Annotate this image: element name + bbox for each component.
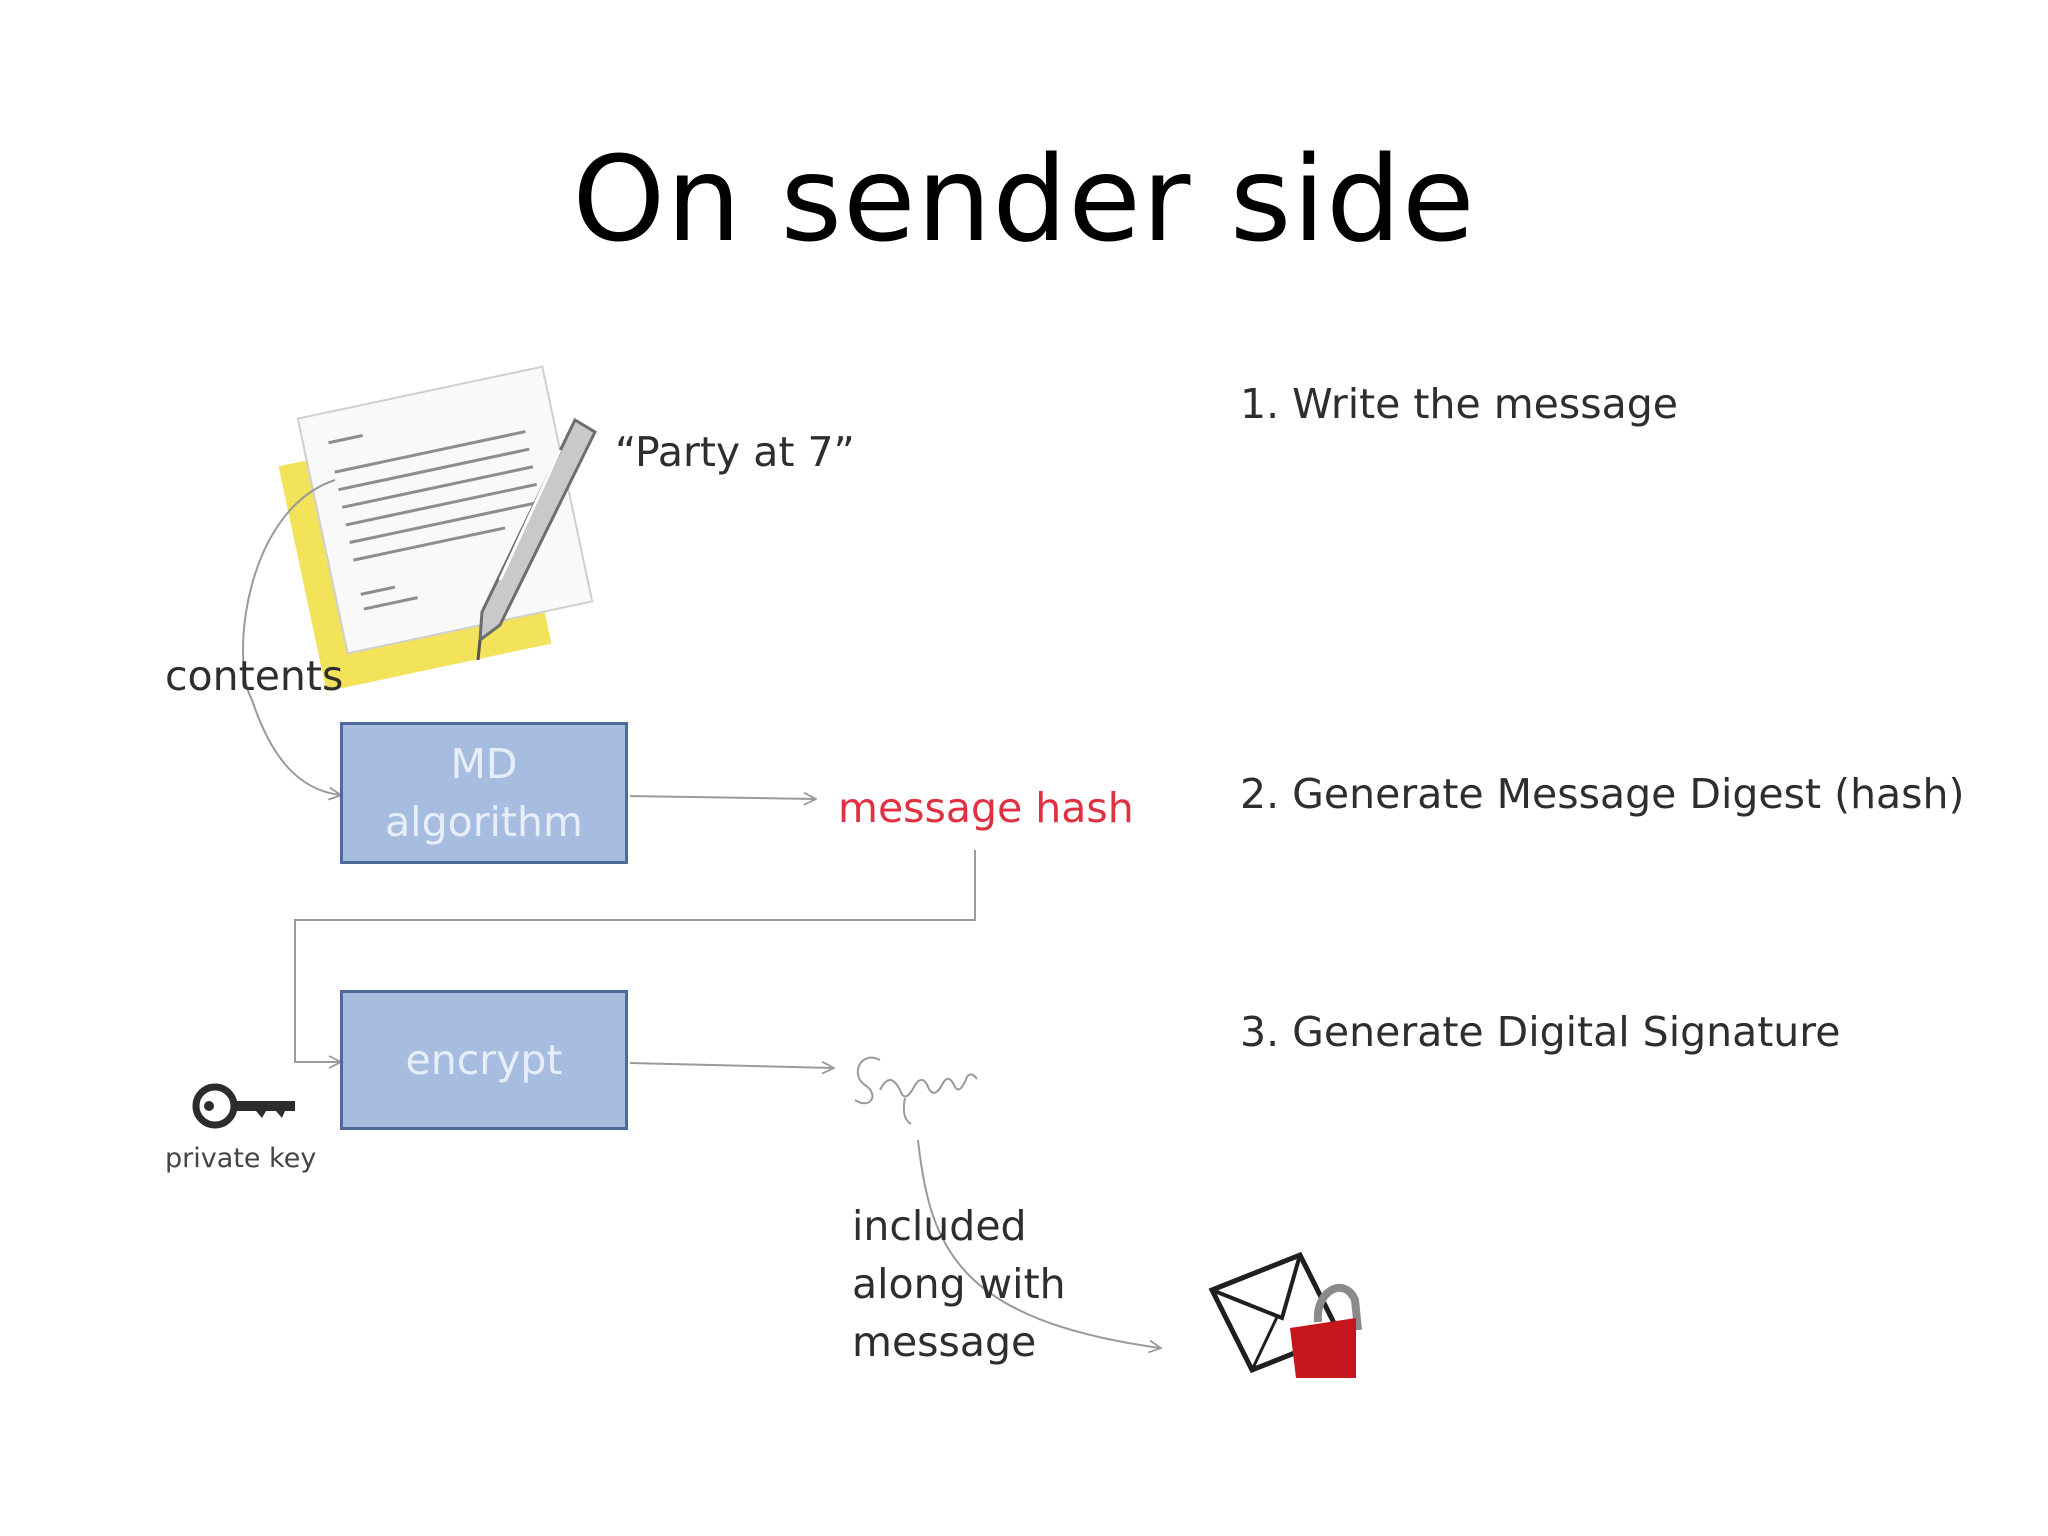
encrypt-box: encrypt (340, 990, 628, 1130)
step-3-text: 3. Generate Digital Signature (1240, 1008, 1841, 1056)
contents-label: contents (165, 652, 344, 700)
included-along-label: included along with message (852, 1202, 1066, 1366)
locked-envelope-icon (1208, 1251, 1362, 1378)
message-quote: “Party at 7” (615, 428, 855, 476)
private-key-label: private key (165, 1143, 317, 1174)
pen-icon (476, 417, 597, 661)
slide-title: On sender side (572, 130, 1476, 268)
message-hash-label: message hash (838, 784, 1134, 832)
md-algorithm-box: MD algorithm (340, 722, 628, 864)
step-1-text: 1. Write the message (1240, 380, 1679, 428)
signature-icon (854, 1056, 978, 1125)
key-icon (192, 1083, 295, 1129)
step-2-text: 2. Generate Message Digest (hash) (1240, 770, 1965, 818)
